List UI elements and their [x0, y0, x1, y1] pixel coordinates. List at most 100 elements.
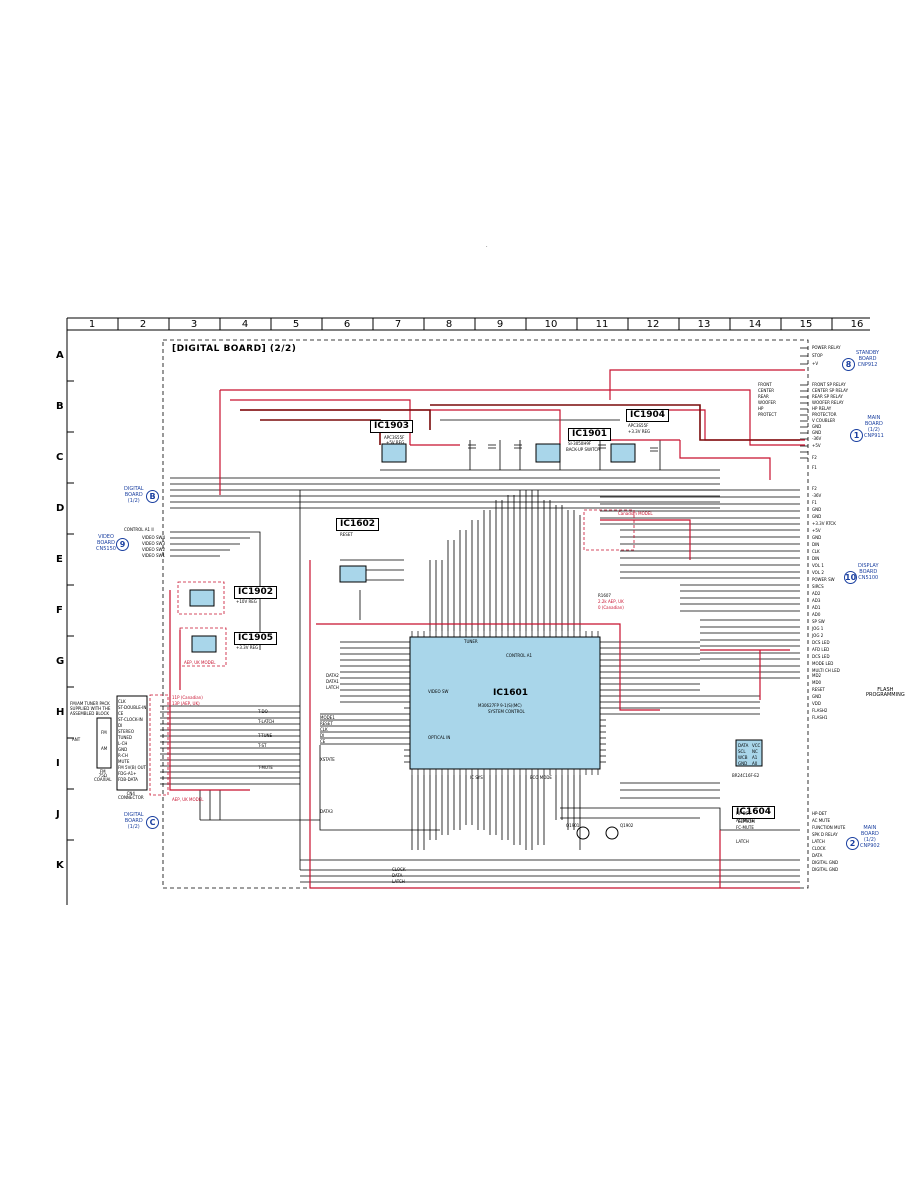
frame — [66, 317, 870, 905]
q1902-symbol — [605, 826, 619, 840]
signal-label: GND — [812, 694, 822, 699]
signal-label: DATA2 — [326, 673, 339, 678]
bus-label: DATA — [392, 873, 403, 878]
signal-label: -36V — [812, 493, 822, 498]
signal-label: MD0 — [812, 680, 822, 685]
signal-label: DIN — [812, 556, 820, 561]
inner-signal-label: FC-MUTE — [736, 825, 754, 830]
ic1601-body — [409, 636, 601, 770]
row-letter: K — [56, 860, 64, 871]
flash-programming-line: PROGRAMMING — [866, 692, 905, 698]
tuner-pack-note-line: SUPPLIED WITH THE — [70, 705, 111, 711]
standby-board-ref: 8 STANDBY BOARD CNP912 — [842, 350, 879, 371]
signal-label: RESET — [320, 721, 333, 726]
row-letter: F — [56, 605, 63, 616]
tuner-pin-label: R-CH — [118, 753, 128, 758]
signal-label: DATA1 — [326, 679, 339, 684]
ic1604-label: IC1604 — [732, 806, 776, 820]
tuner-pack-note-line: ASSEMBLED BLOCK — [70, 710, 110, 716]
ic1902-label: IC1902 — [234, 586, 278, 600]
ic1903-desc: +5V REG — [386, 440, 405, 445]
digital-board-c-line: BOARD — [124, 818, 143, 824]
signal-label: HP-DET — [812, 811, 827, 816]
video-signal-label: VIDEO SW4 — [142, 535, 165, 540]
signal-label: FLASH2 — [812, 708, 828, 713]
digital-board-c-number: C — [146, 816, 159, 829]
inner-signal-label: CENTER — [758, 388, 775, 393]
video-board-line: VIDEO — [98, 534, 114, 540]
tuner-pin-label: CE — [118, 711, 124, 716]
bus-label: T-DO — [258, 709, 268, 714]
inner-signal-label: HP-DET — [736, 811, 751, 816]
flash-programming-line: FLASH — [877, 687, 894, 693]
note-13p: 13P (AEP, UK) — [172, 701, 200, 706]
main-board-bottom-line: CNP902 — [860, 843, 880, 849]
video-board-line: BOARD — [97, 540, 115, 546]
main-board-top-line: MAIN — [867, 415, 881, 421]
signal-label: LATCH — [812, 839, 825, 844]
column-number: 5 — [292, 319, 300, 330]
column-number: 6 — [343, 319, 351, 330]
digital-board-b-line: (1/2) — [127, 498, 140, 504]
signal-label: POWER RELAY — [812, 345, 841, 350]
q1902-label: Q1902 — [620, 823, 634, 828]
antenna-box — [96, 717, 112, 769]
display-board-line: BOARD — [859, 569, 878, 575]
ic1901-desc: BACK-UP SWITCH — [566, 447, 601, 452]
ic1604-pin: A0 — [752, 761, 758, 766]
column-number: 14 — [748, 319, 762, 330]
decoupling-caps — [468, 444, 658, 452]
ic1902-desc: +10V REG — [236, 599, 257, 604]
ic1905-aep-note: AEP, UK MODEL — [184, 660, 216, 665]
inner-signal-label: PROTECT — [758, 412, 777, 417]
bus-label: T-LATCH — [258, 719, 275, 724]
ic1604-pin: SCL — [738, 749, 746, 754]
standby-board-line: CNP912 — [857, 362, 878, 368]
signal-label: AD0 — [812, 612, 821, 617]
signal-label: -36V — [812, 436, 822, 441]
ic1905-body — [191, 635, 217, 653]
signal-label: REAR SP RELAY — [812, 394, 843, 399]
q1901-label: Q1901 — [566, 823, 580, 828]
signal-label: DCS LED — [812, 640, 830, 645]
signal-label: F1 — [812, 500, 817, 505]
bus-label: LATCH — [392, 879, 405, 884]
ic1602-label: IC1602 — [336, 518, 380, 532]
signal-label: IC SYS — [470, 775, 483, 780]
main-board-bottom-ref: 2 MAIN BOARD (1/2) CNP902 — [846, 825, 880, 850]
signal-label: SP SW — [812, 619, 825, 624]
ic1604-pin: A1 — [752, 755, 758, 760]
signal-label: F1 — [812, 465, 817, 470]
ic1601-pins — [404, 631, 606, 775]
tuner-pin-label: CLK — [118, 699, 126, 704]
signal-label: MODE1 — [320, 715, 335, 720]
signal-label: JOG 1 — [812, 626, 824, 631]
bus-label: T-TUNE — [258, 733, 273, 738]
ic1901-body — [535, 443, 561, 463]
video-signal-label: CONTROL A1 II — [124, 527, 154, 532]
ic1903-body — [381, 443, 407, 463]
tuner-pack-box — [116, 695, 148, 791]
row-letter: H — [56, 707, 65, 718]
antenna-coax-note: FM 75Ω COAXIAL — [94, 770, 112, 782]
ic1604-pin: NC — [752, 749, 758, 754]
ic1602-desc: RESET — [340, 532, 353, 537]
row-letter: C — [56, 452, 64, 463]
ic1602-body — [339, 565, 367, 583]
column-number: 16 — [850, 319, 864, 330]
signal-label: CE — [320, 739, 326, 744]
signal-label: +5V — [812, 528, 821, 533]
ic1601-part: M30627FP 9-1(S)(MC) — [478, 703, 522, 708]
ic1604-pin: DATA — [738, 743, 749, 748]
column-number: 3 — [190, 319, 198, 330]
tuner-pin-label: STEREO — [118, 729, 134, 734]
inner-signal-label: LATCH — [736, 839, 749, 844]
main-board-bottom-line: (1/2) — [863, 837, 876, 843]
signal-label: VIDEO SW — [428, 689, 449, 694]
digital-board-c-line: (1/2) — [127, 824, 140, 830]
tuner-connector-line: CN4 — [126, 791, 135, 796]
row-letter: G — [56, 656, 65, 667]
dark-red-wiring — [240, 404, 800, 445]
signal-label: HP RELAY — [812, 406, 832, 411]
